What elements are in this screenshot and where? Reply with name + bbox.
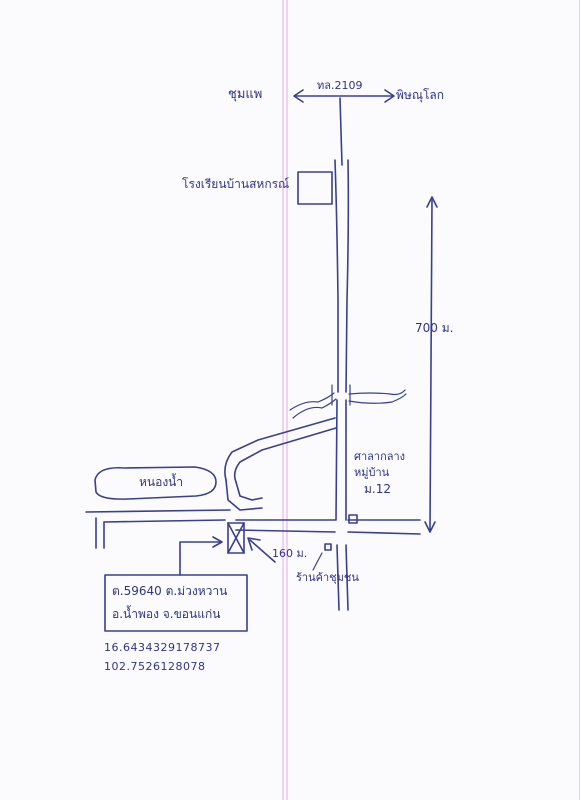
west-direction-label: ชุมแพ [228, 87, 263, 102]
highway-2109 [293, 89, 395, 103]
shop-label: ร้านค้าชุมชน [296, 571, 359, 584]
longitude-text: 102.7526128078 [104, 660, 206, 673]
distance-700-label: 700 ม. [415, 321, 454, 335]
school-box [297, 171, 333, 205]
distance-160-label: 160 ม. [272, 547, 308, 560]
school-label: โรงเรียนบ้านสหกรณ์ [182, 177, 290, 191]
village-hall-label-3: ม.12 [364, 482, 391, 496]
village-hall-label-2: หมู่บ้าน [354, 466, 390, 479]
destination-box [227, 522, 245, 554]
pond-label: หนองน้ำ [139, 475, 184, 489]
address-box [104, 574, 248, 632]
stream [289, 384, 407, 419]
pond [94, 466, 217, 500]
east-direction-label: พิษณุโลก [396, 88, 445, 102]
local-roads [85, 479, 421, 549]
address-line-2: อ.น้ำพอง จ.ขอนแก่น [112, 607, 221, 621]
latitude-text: 16.6434329178737 [104, 641, 221, 654]
diagonal-road [224, 417, 337, 483]
pointer-arrows [179, 536, 276, 576]
village-hall-label-1: ศาลากลาง [354, 450, 406, 463]
village-hall-marker [348, 514, 358, 524]
address-line-1: ต.59640 ต.ม่วงหวาน [112, 584, 228, 598]
shop-pointer [312, 552, 323, 571]
shop-marker [324, 543, 332, 551]
main-road [334, 97, 350, 611]
distance-arrow-700 [424, 196, 438, 533]
highway-label: ทล.2109 [317, 79, 363, 92]
